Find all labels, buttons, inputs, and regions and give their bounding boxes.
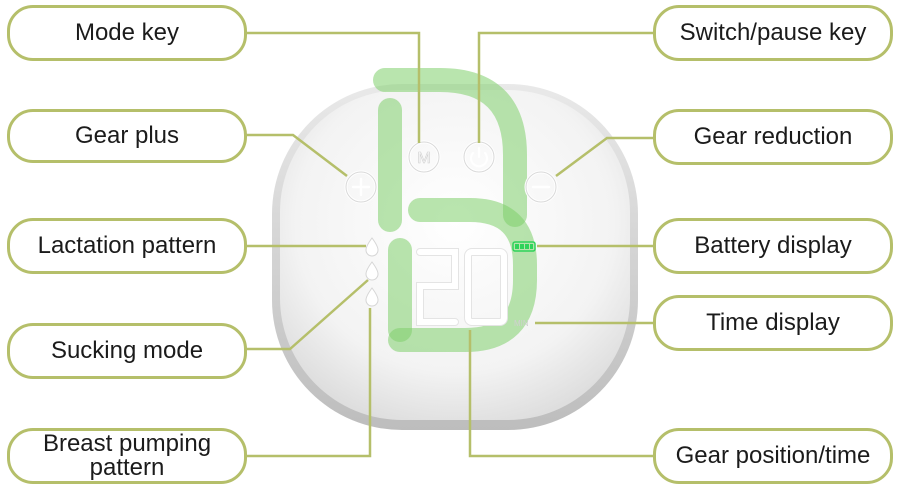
gear-plus-text: Gear plus <box>74 122 180 149</box>
sucking-mode-leader <box>246 279 369 351</box>
mode-key-leader <box>246 31 421 143</box>
power-icon <box>469 146 489 168</box>
gear-reduction-button[interactable] <box>524 170 558 204</box>
leader-lines <box>246 31 653 458</box>
switch-pause-key-label: Switch/pause key <box>653 5 893 61</box>
time-display-text: Time display <box>706 309 840 336</box>
sucking-mode-drop-icon <box>365 261 379 281</box>
watermark-logo <box>373 68 537 352</box>
gear-reduction-label: Gear reduction <box>653 109 893 165</box>
breast-pumping-pattern-text-line1: Breast pumping <box>42 430 212 458</box>
mode-key-label: Mode key <box>7 5 247 61</box>
breast-pumping-leader <box>246 308 372 458</box>
battery-display-label: Battery display <box>653 218 893 274</box>
breast-pumping-drop-icon <box>365 287 379 307</box>
m-icon: M <box>417 150 430 167</box>
lactation-pattern-text: Lactation pattern <box>37 232 217 259</box>
switch-pause-key-text: Switch/pause key <box>679 19 867 46</box>
gear-reduction-leader <box>555 136 653 178</box>
time-digits-display <box>416 248 508 326</box>
sucking-mode-text: Sucking mode <box>50 337 204 364</box>
breast-pumping-pattern-label: Breast pumping pattern <box>7 428 247 484</box>
breast-pumping-pattern-text-line2: pattern <box>89 454 165 481</box>
gear-plus-label: Gear plus <box>7 109 247 163</box>
battery-display-text: Battery display <box>694 232 852 259</box>
time-display-label: Time display <box>653 295 893 351</box>
gear-position-leader <box>468 330 653 458</box>
gear-position-time-label: Gear position/time <box>653 428 893 484</box>
switch-pause-leader <box>477 31 653 143</box>
battery-icon <box>512 241 536 252</box>
gear-plus-leader <box>246 133 348 177</box>
lactation-pattern-drop-icon <box>365 237 379 257</box>
lactation-pattern-label: Lactation pattern <box>7 218 247 274</box>
gear-plus-button[interactable] <box>344 170 378 204</box>
sucking-mode-label: Sucking mode <box>7 323 247 379</box>
plus-icon <box>351 177 371 197</box>
mode-key-button[interactable]: M <box>407 140 441 174</box>
mode-key-text: Mode key <box>74 19 180 46</box>
gear-reduction-text: Gear reduction <box>693 123 853 150</box>
min-unit-label: MIN <box>514 319 529 328</box>
gear-position-time-text: Gear position/time <box>675 442 871 469</box>
